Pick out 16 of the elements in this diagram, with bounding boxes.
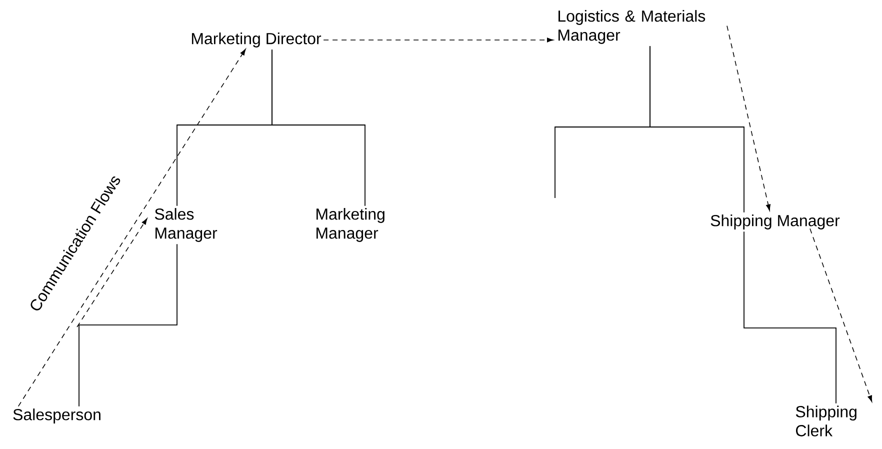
connector-line — [744, 231, 836, 404]
dashed-arrow — [323, 38, 554, 42]
dashed-arrow — [76, 218, 148, 328]
connector-line — [272, 49, 366, 206]
title-text: Shipping Manager — [710, 214, 840, 230]
dashed-arrow — [810, 228, 872, 402]
title-text: Logistics & Materials Manager — [558, 10, 706, 44]
dashed-arrow — [726, 25, 770, 211]
title-text: Shipping Clerk — [796, 406, 856, 436]
connector-line — [650, 46, 744, 213]
title-text: Marketing Director — [192, 32, 322, 48]
dashed-arrow — [18, 48, 246, 407]
title-text: Marketing Manager — [316, 208, 384, 242]
title-text: Salesperson — [13, 408, 100, 424]
title-text: Sales Manager — [154, 208, 218, 242]
connector-line — [78, 244, 178, 407]
